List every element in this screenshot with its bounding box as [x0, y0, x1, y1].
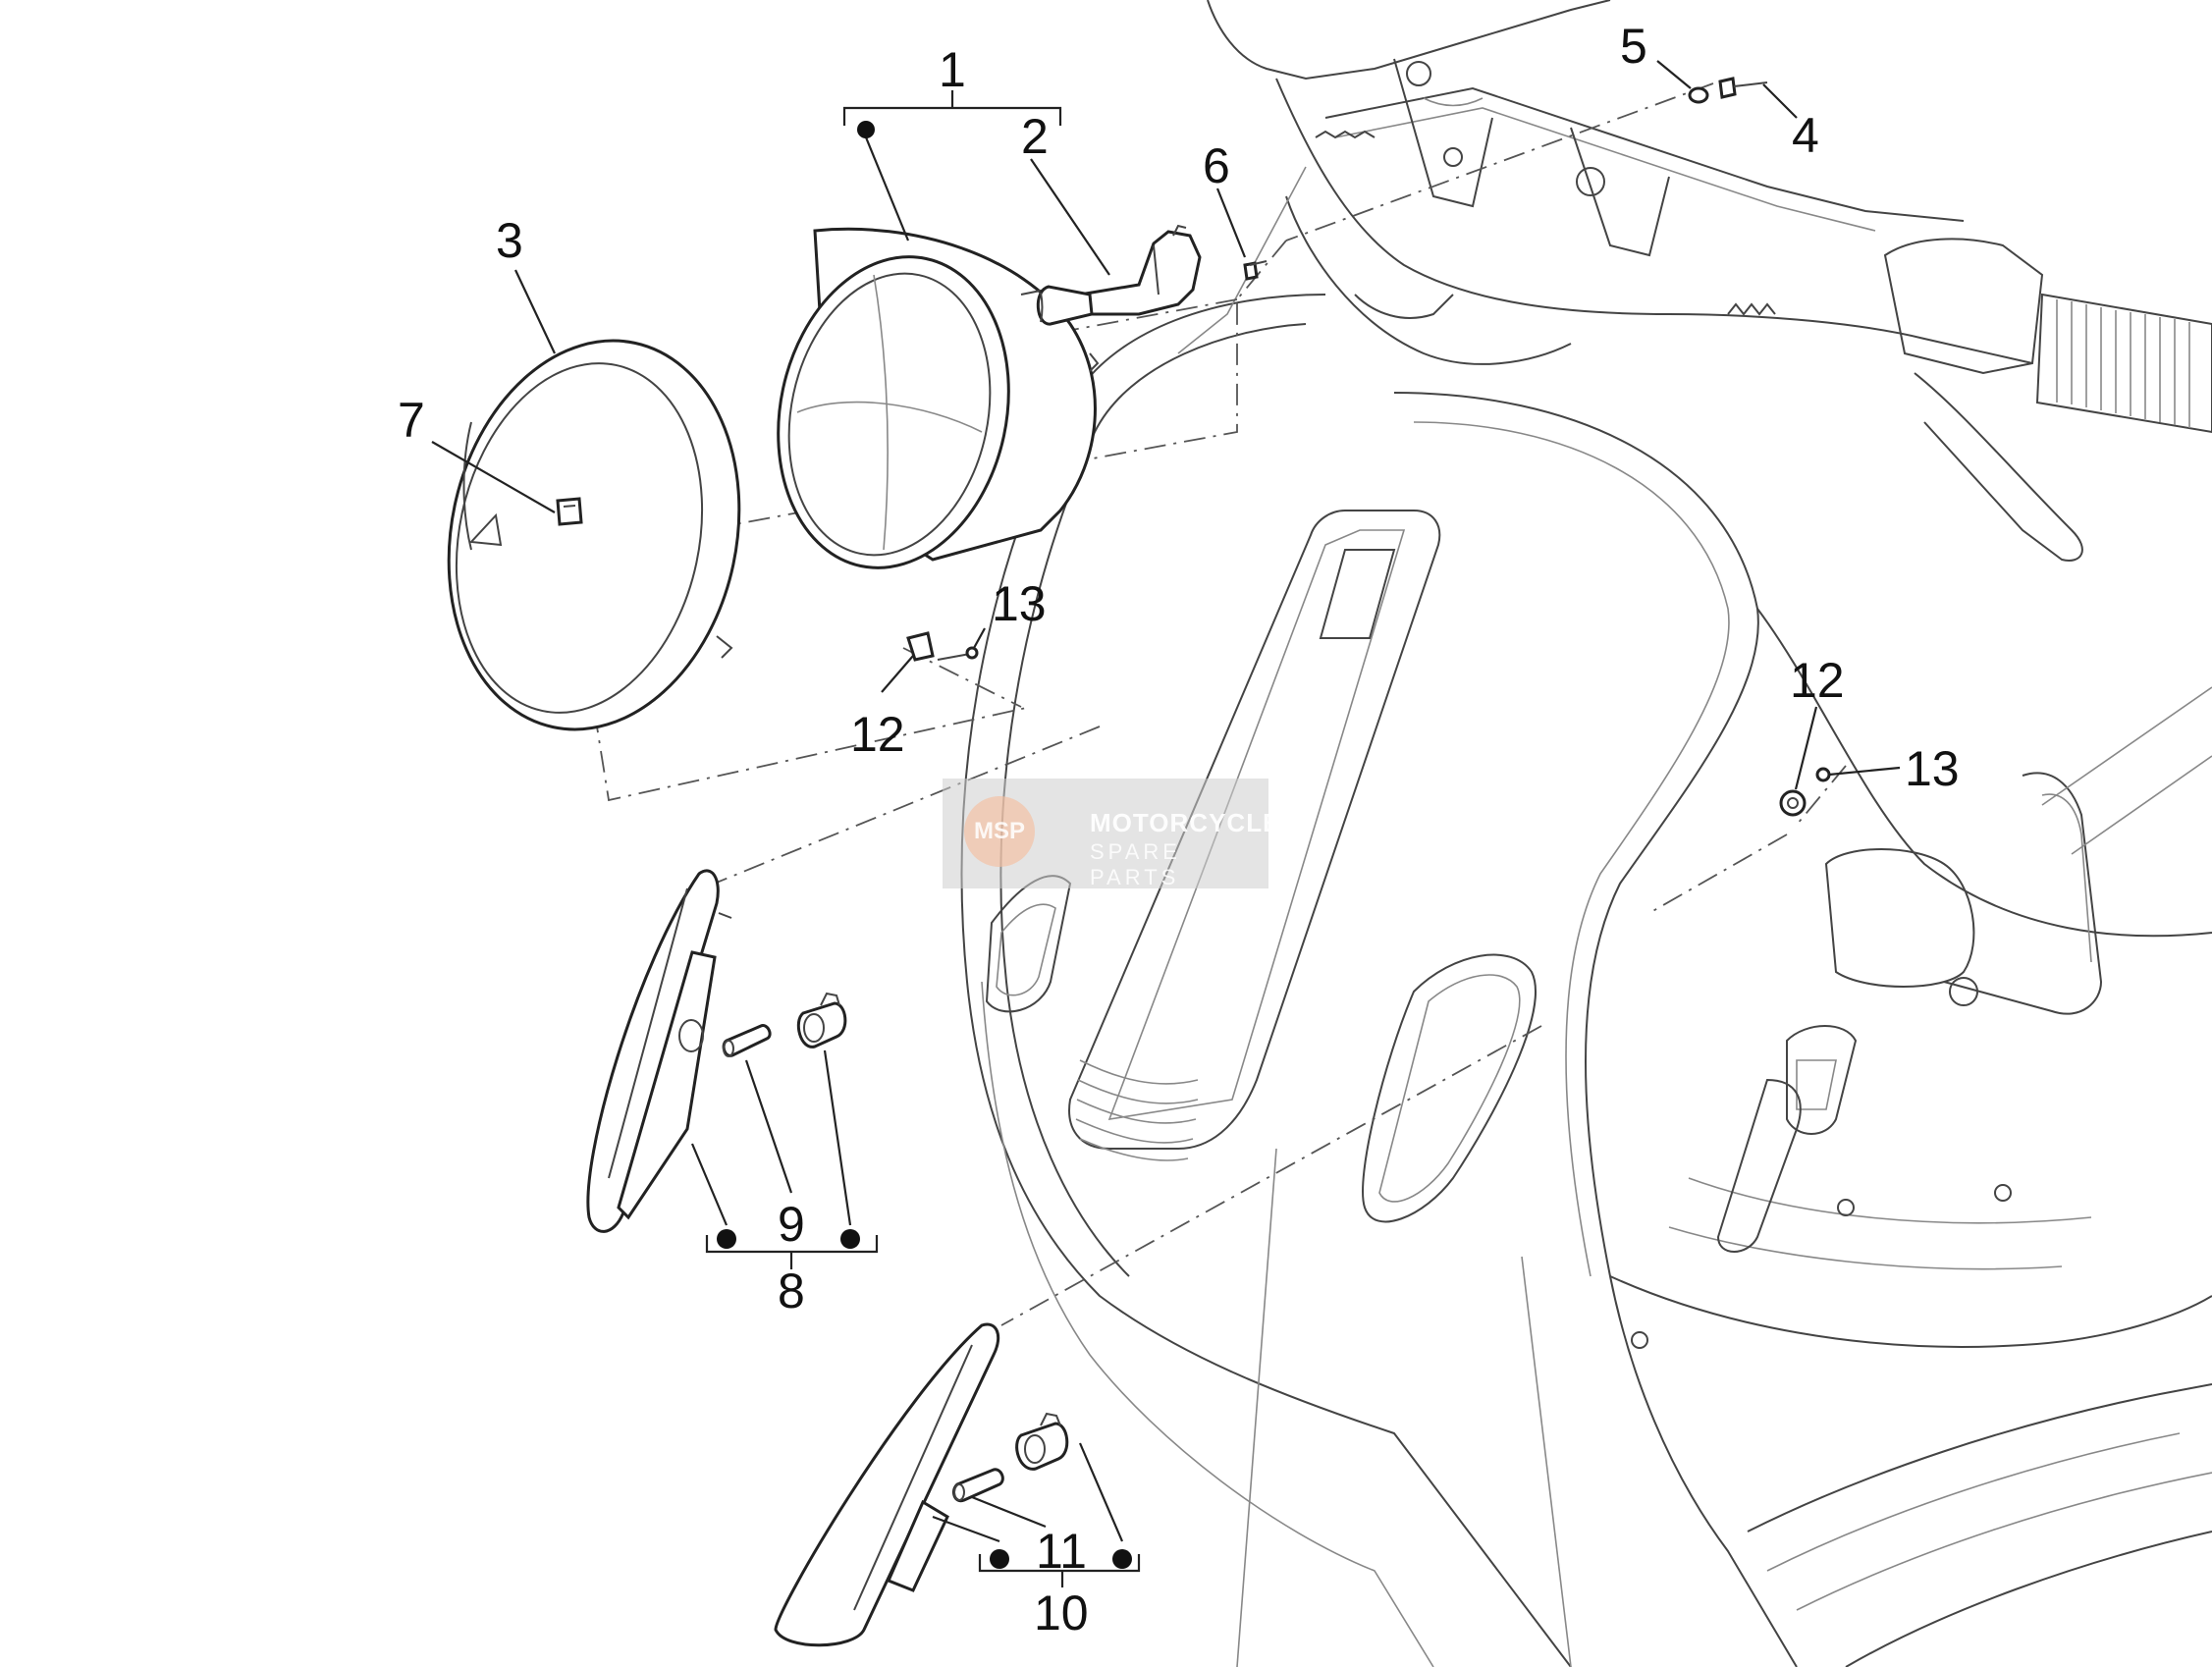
callout-10: 10 — [1034, 1586, 1089, 1640]
nut-part-12-right — [1779, 789, 1807, 817]
watermark-logo-icon: MSP — [964, 796, 1035, 867]
callout-6: 6 — [1203, 138, 1230, 193]
scooter-front-shield — [960, 294, 2212, 1667]
callout-3: 3 — [496, 213, 523, 268]
leader-lines — [431, 60, 1901, 1587]
watermark-line2: SPARE PARTS — [1090, 839, 1181, 889]
left-indicator-lamp — [586, 869, 732, 1233]
callout-5: 5 — [1620, 19, 1647, 74]
callout-1: 1 — [939, 42, 966, 97]
right-indicator-lamp — [774, 1322, 1000, 1647]
indicator-socket-left — [796, 992, 847, 1049]
clip-part-7 — [556, 497, 583, 526]
indicator-bulb-right — [952, 1468, 1004, 1503]
bullet-markers — [717, 121, 1132, 1569]
washer-part-5 — [1688, 86, 1709, 104]
indicator-bulb-left — [722, 1024, 772, 1057]
headlight-bulb — [1036, 224, 1202, 326]
indicator-socket-right — [1015, 1412, 1069, 1471]
callout-7: 7 — [398, 393, 425, 448]
headlight-unit — [777, 227, 1100, 569]
handlebar-assembly — [1177, 0, 2212, 562]
callout-4: 4 — [1792, 108, 1819, 163]
callout-12-right: 12 — [1790, 653, 1845, 708]
callout-8: 8 — [778, 1264, 805, 1318]
screw-part-4 — [1718, 77, 1768, 99]
callout-13-right: 13 — [1905, 741, 1960, 796]
watermark: MSP MOTORCYCLE SPARE PARTS — [943, 779, 1279, 889]
callout-13-left: 13 — [992, 576, 1047, 631]
watermark-line1: MOTORCYCLE — [1090, 808, 1281, 837]
callout-11: 11 — [1036, 1524, 1087, 1579]
watermark-logo-text: MSP — [973, 818, 1025, 844]
callout-12-left: 12 — [850, 707, 905, 762]
screw-part-6 — [1243, 260, 1268, 281]
callout-9: 9 — [778, 1197, 805, 1252]
headlight-trim-ring — [447, 339, 741, 731]
callout-labels: 1 2 3 4 5 6 7 8 9 10 11 12 12 13 13 — [398, 19, 1960, 1640]
screw-part-13-right — [1815, 767, 1831, 782]
screw-part-13-left — [937, 646, 979, 661]
callout-2: 2 — [1021, 109, 1049, 164]
clip-part-12-left — [906, 631, 935, 662]
